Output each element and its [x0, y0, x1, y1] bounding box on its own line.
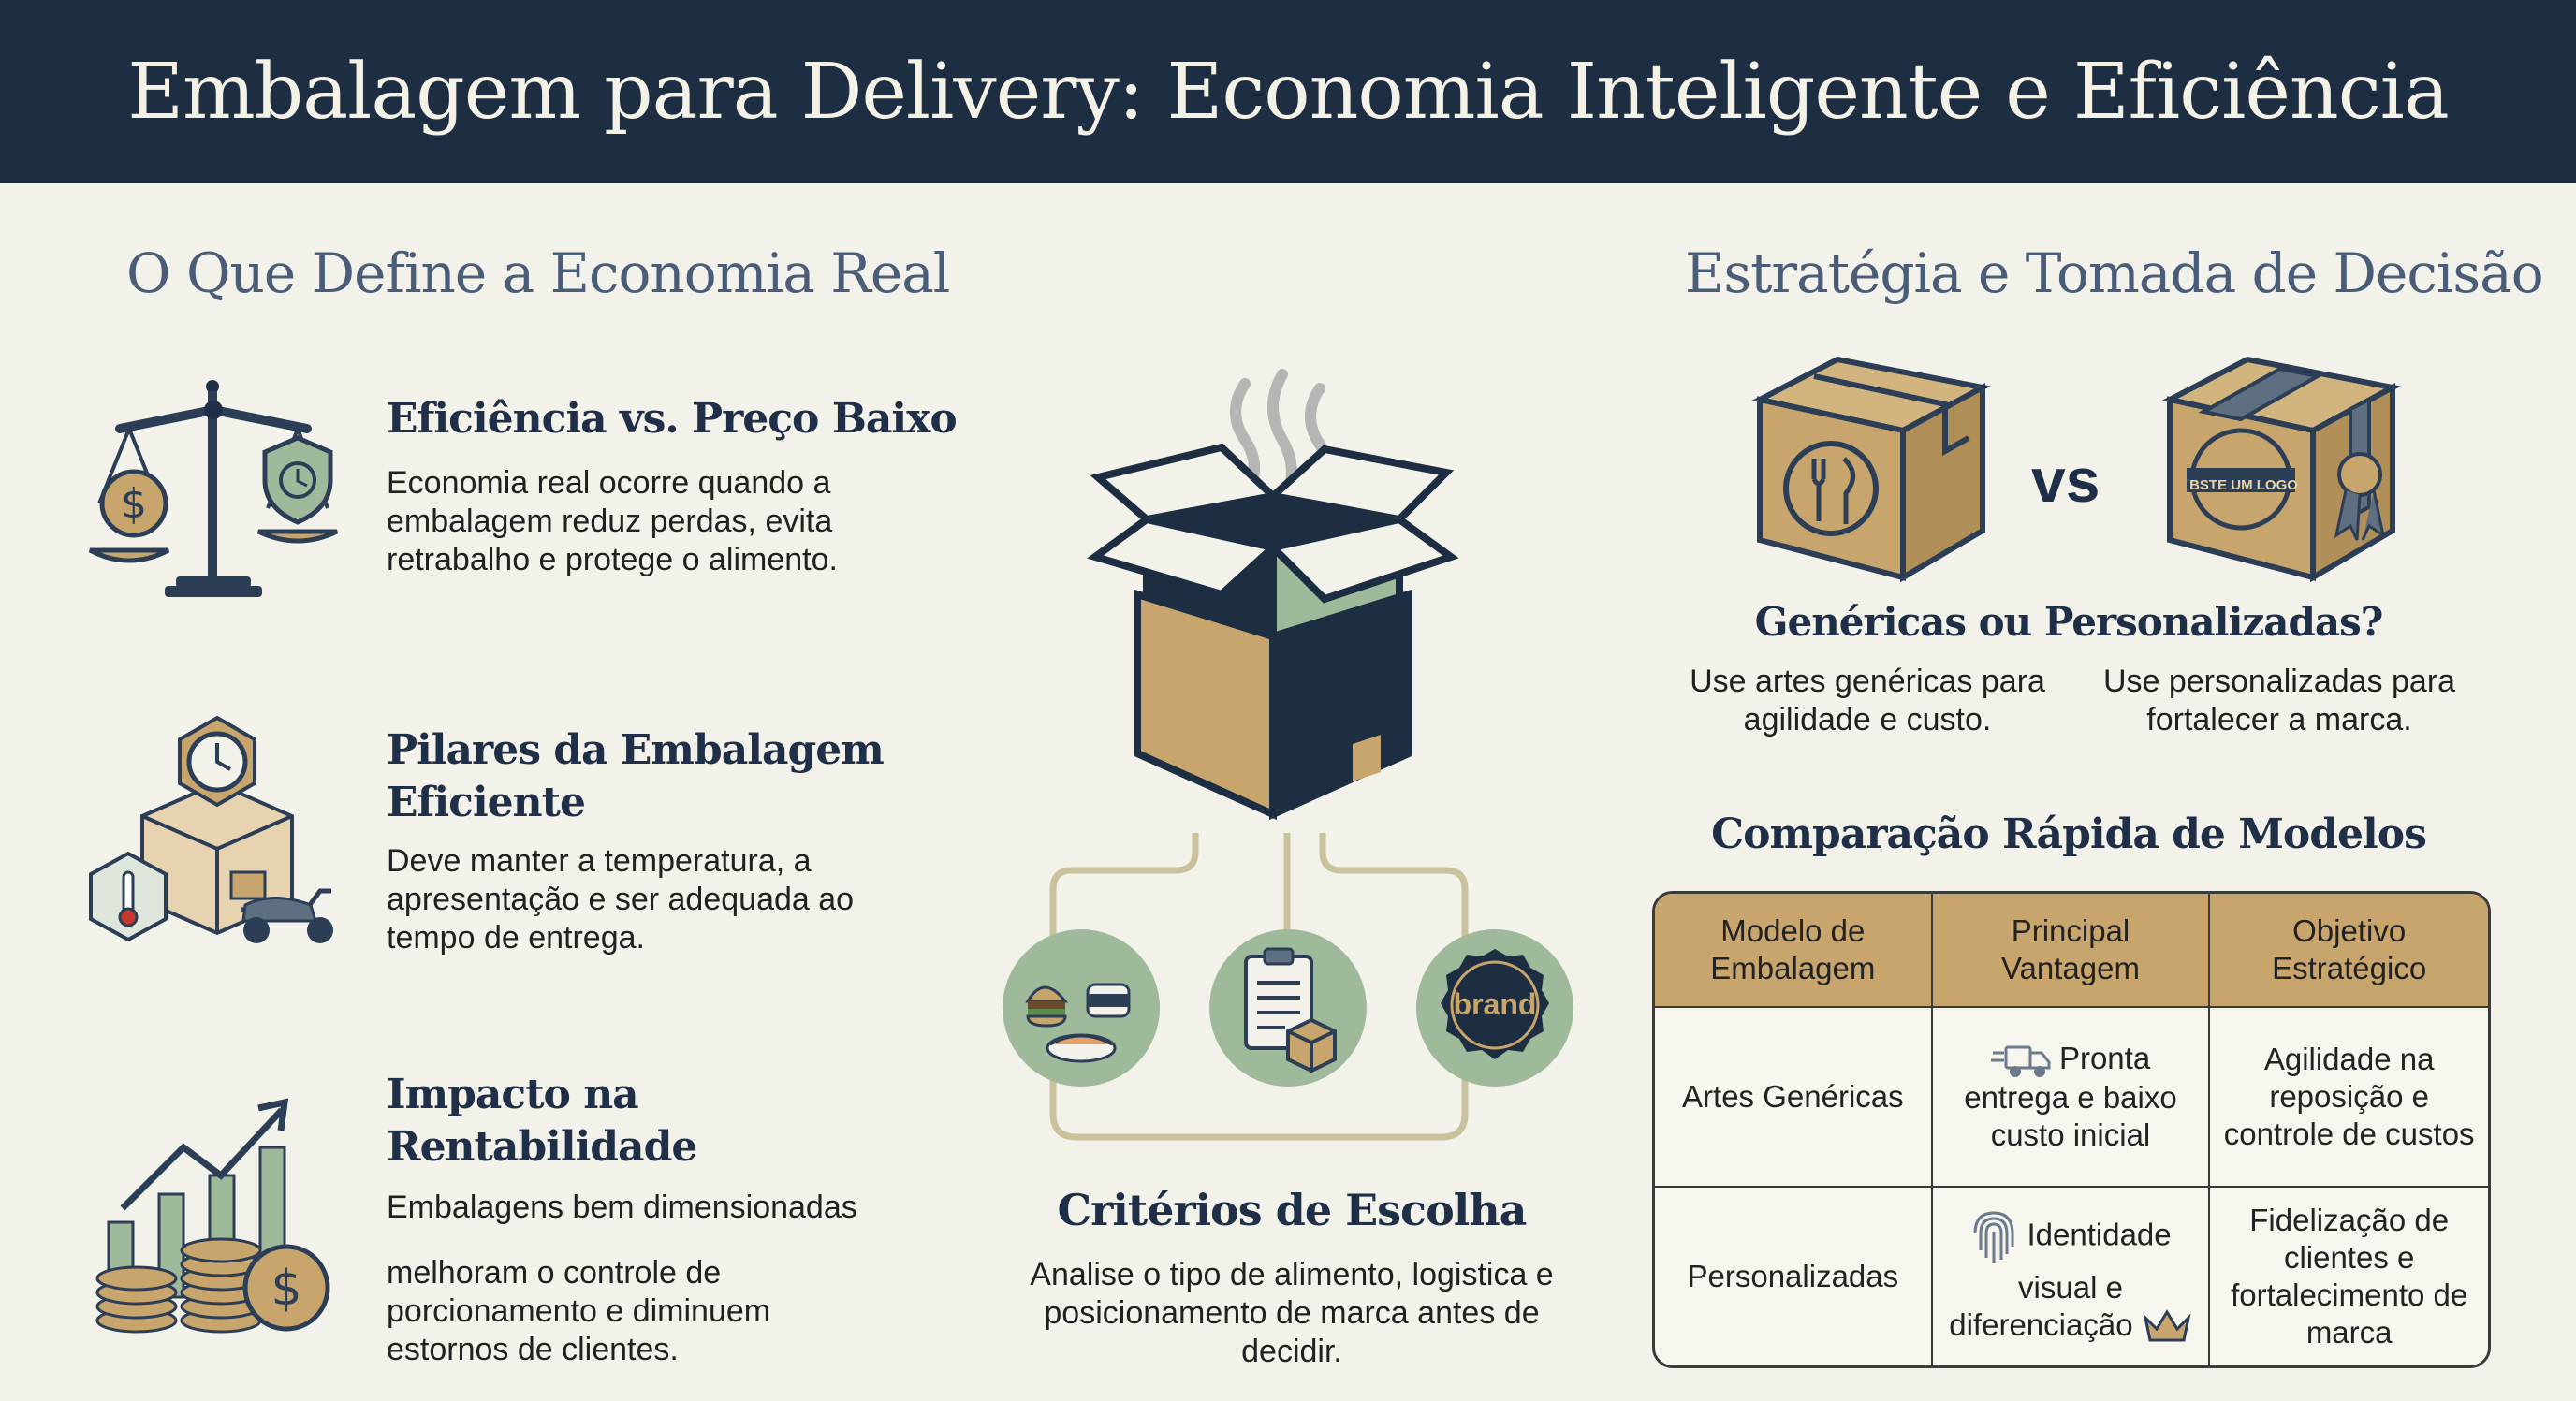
table-cell-with-icon: Pronta entrega e baixo custo inicial — [1932, 1008, 2211, 1188]
branded-box-label: BSTE UM LOGO — [2189, 477, 2298, 493]
table-cell: Agilidade na reposição e controle de cus… — [2210, 1008, 2488, 1188]
table-header-cell: Modelo de Embalagem — [1655, 894, 1933, 1008]
generic-description: Use artes genéricas para agilidade e cus… — [1690, 664, 2045, 737]
table-cell-with-icon: Identidade visual e diferenciação — [1933, 1188, 2211, 1365]
table-cell: Personalizadas — [1655, 1188, 1933, 1365]
header-banner: Embalagem para Delivery: Economia Inteli… — [0, 0, 2576, 183]
item-profit-text-1: Embalagens bem dimensionadas — [387, 1189, 857, 1225]
custom-description: Use personalizadas para fortalecer a mar… — [2102, 664, 2456, 737]
brand-badge-icon — [1415, 928, 1574, 1087]
generic-box-icon — [1749, 348, 1992, 582]
criteria-connector — [997, 824, 1521, 1151]
clipboard-box-icon — [1208, 928, 1368, 1087]
item-profit-text-2: melhoram o controle de porcionamento e d… — [387, 1255, 771, 1367]
table-header-cell: Principal Vantagem — [1932, 894, 2211, 1008]
criteria-title: Critérios de Escolha — [1057, 1185, 1528, 1235]
delivery-truck-icon — [1990, 1042, 2051, 1079]
table-cell: Artes Genéricas — [1655, 1008, 1933, 1188]
table-row: Artes Genéricas Pronta entrega e baixo c… — [1655, 1008, 2488, 1188]
comparison-title: Comparação Rápida de Modelos — [1711, 810, 2427, 858]
table-header-row: Modelo de Embalagem Principal Vantagem O… — [1655, 894, 2488, 1008]
growth-chart-coins-icon: $ — [90, 1091, 352, 1339]
item-efficiency-title: Eficiência vs. Preço Baixo — [387, 395, 958, 443]
packaging-pillars-icon — [86, 713, 348, 956]
generic-vs-custom-question: Genéricas ou Personalizadas? — [1754, 599, 2384, 645]
branded-box-icon — [2159, 348, 2402, 582]
table-cell-text: Identidade visual e diferenciação — [1949, 1217, 2172, 1342]
balance-scale-icon: $ — [82, 363, 344, 606]
fingerprint-icon — [1969, 1205, 2018, 1269]
svg-text:$: $ — [121, 480, 147, 528]
comparison-table: Modelo de Embalagem Principal Vantagem O… — [1652, 891, 2491, 1368]
item-profit-title: Impacto na Rentabilidade — [387, 1071, 697, 1171]
item-pillars-title: Pilares da Embalagem Eficiente — [387, 726, 885, 826]
crown-icon — [2142, 1306, 2192, 1348]
item-efficiency-text: Economia real ocorre quando a embalagem … — [387, 465, 838, 577]
table-header-cell: Objetivo Estratégico — [2210, 894, 2488, 1008]
brand-badge-label: brand — [1453, 987, 1537, 1021]
open-box-illustration — [997, 365, 1521, 824]
table-cell-text: Pronta entrega e baixo custo inicial — [1964, 1040, 2177, 1153]
vs-label: vs — [2031, 445, 2100, 515]
left-section-title: O Que Define a Economia Real — [126, 241, 950, 305]
page-title: Embalagem para Delivery: Economia Inteli… — [127, 47, 2450, 137]
right-section-title: Estratégia e Tomada de Decisão — [1685, 241, 2544, 305]
svg-text:$: $ — [271, 1261, 301, 1317]
item-pillars-text: Deve manter a temperatura, a apresentaçã… — [387, 843, 855, 956]
food-type-icon — [1002, 928, 1161, 1087]
criteria-text: Analise o tipo de alimento, logistica e … — [1030, 1257, 1554, 1369]
table-row: Personalizadas Identidade visual e difer… — [1655, 1188, 2488, 1365]
table-cell: Fidelização de clientes e fortalecimento… — [2231, 1203, 2468, 1350]
